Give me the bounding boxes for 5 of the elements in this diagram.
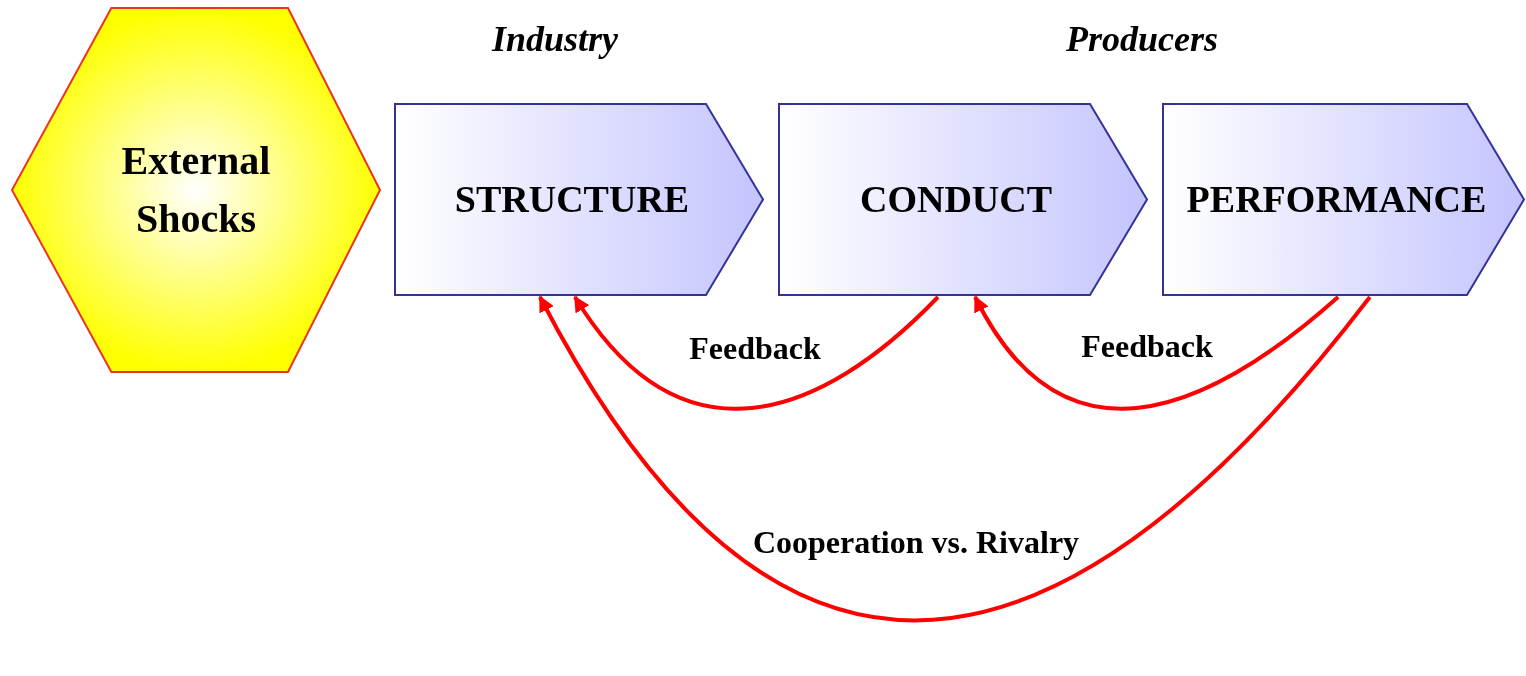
group-label: Industry: [491, 18, 619, 60]
curved-arrow: [973, 295, 1340, 410]
curved-arrow: [538, 295, 1372, 621]
group-label: Producers: [1066, 18, 1218, 60]
curved-arrow: [573, 295, 940, 410]
